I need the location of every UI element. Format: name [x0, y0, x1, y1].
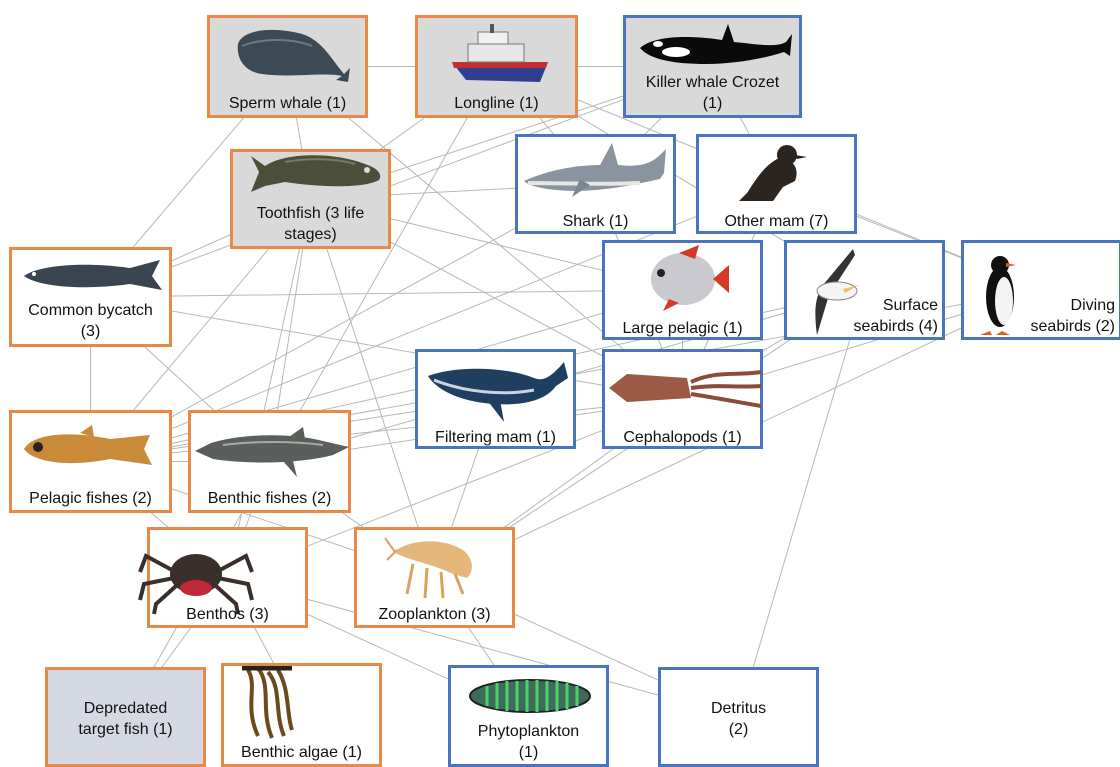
humpback-whale-icon [428, 362, 568, 422]
toothfish-icon [251, 155, 381, 192]
fishing-vessel-icon [452, 24, 548, 82]
amphipod-icon [384, 537, 472, 599]
fur-seal-icon [739, 145, 807, 201]
node-label: Longline (1) [454, 95, 539, 112]
node-label: Benthic fishes (2) [207, 490, 332, 507]
node-filtering-mam[interactable]: Filtering mam (1) [415, 349, 576, 449]
link-sperm_whale-cephalopods [287, 66, 683, 400]
node-label: Common bycatch (3) [28, 302, 153, 340]
node-label: Pelagic fishes (2) [29, 490, 152, 507]
node-toothfish[interactable]: Toothfish (3 life stages) [230, 149, 391, 249]
node-benthic-fishes[interactable]: Benthic fishes (2) [188, 410, 351, 513]
node-zooplankton[interactable]: Zooplankton (3) [354, 527, 515, 628]
node-benthic-algae[interactable]: Benthic algae (1) [221, 663, 382, 767]
node-detritus[interactable]: Detritus (2) [658, 667, 819, 767]
killer-whale-icon [640, 24, 792, 64]
node-other-mam[interactable]: Other mam (7) [696, 134, 857, 234]
benthic-fish-icon [195, 427, 349, 477]
node-sperm-whale[interactable]: Sperm whale (1) [207, 15, 368, 118]
lanternfish-icon [24, 425, 152, 465]
node-label: Shark (1) [562, 213, 629, 230]
crab-icon [138, 553, 254, 615]
link-benthos-detritus [227, 577, 739, 718]
node-label: Surface seabirds (4) [853, 297, 938, 335]
node-label: Depredated target fish (1) [78, 700, 173, 738]
node-surface-seabirds[interactable]: Surface seabirds (4) [784, 240, 945, 340]
albatross-icon [815, 249, 859, 335]
node-label: Other mam (7) [724, 213, 829, 230]
node-label: Sperm whale (1) [228, 95, 347, 112]
node-label: Benthos (3) [186, 606, 269, 623]
fish-icon [24, 260, 162, 290]
link-toothfish-zooplankton [310, 198, 435, 578]
squid-icon [609, 370, 762, 408]
node-label: Toothfish (3 life stages) [256, 205, 365, 243]
kelp-icon [242, 666, 294, 739]
node-diving-seabirds[interactable]: Diving seabirds (2) [961, 240, 1120, 340]
node-label: Cephalopods (1) [623, 429, 742, 446]
link-common_bycatch-large_pelagic [90, 289, 683, 298]
link-surface_seabirds-detritus [738, 289, 865, 718]
node-label: Phytoplankton (1) [477, 723, 580, 761]
link-large_pelagic-pelagic_fishes [90, 289, 683, 462]
diatom-icon [469, 679, 591, 713]
node-large-pelagic[interactable]: Large pelagic (1) [602, 240, 763, 340]
node-depredated-target-fish[interactable]: Depredated target fish (1) [45, 667, 206, 767]
link-toothfish-benthos [227, 198, 311, 578]
node-label: Large pelagic (1) [622, 320, 743, 337]
node-label: Zooplankton (3) [378, 606, 491, 623]
node-benthos[interactable]: Benthos (3) [138, 527, 308, 628]
node-label: Benthic algae (1) [241, 744, 362, 761]
node-killer-whale[interactable]: Killer whale Crozet (1) [623, 15, 802, 118]
node-shark[interactable]: Shark (1) [515, 134, 676, 234]
node-pelagic-fishes[interactable]: Pelagic fishes (2) [9, 410, 172, 513]
shark-icon [524, 143, 666, 197]
opah-fish-icon [651, 245, 729, 311]
link-common_bycatch-cephalopods [90, 296, 683, 400]
node-cephalopods[interactable]: Cephalopods (1) [602, 349, 763, 449]
node-label: Diving seabirds (2) [1030, 297, 1115, 335]
node-longline[interactable]: Longline (1) [415, 15, 578, 118]
link-killer_whale-common_bycatch [90, 66, 713, 298]
node-phytoplankton[interactable]: Phytoplankton (1) [448, 665, 609, 767]
penguin-icon [980, 256, 1016, 335]
sperm-whale-icon [237, 29, 350, 82]
node-label: Filtering mam (1) [435, 429, 556, 446]
node-common-bycatch[interactable]: Common bycatch (3) [9, 247, 172, 347]
node-label: Detritus (2) [710, 700, 767, 738]
link-shark-pelagic_fishes [90, 183, 596, 462]
node-label: Killer whale Crozet (1) [645, 74, 780, 112]
